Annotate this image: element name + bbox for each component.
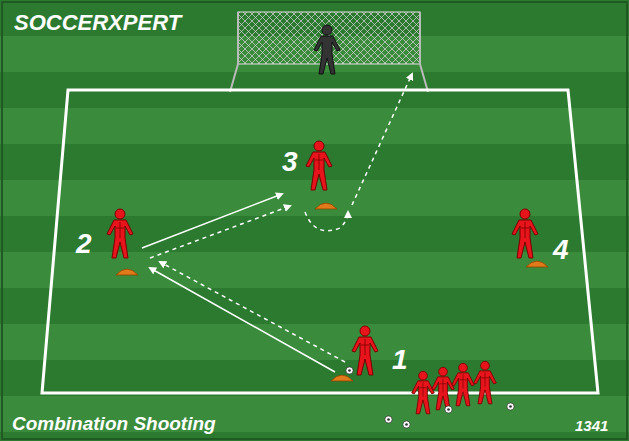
logo-watermark: SOCCERXPERT (14, 12, 181, 34)
drill-caption: Combination Shooting (12, 414, 216, 433)
callout-number: 4 (553, 236, 569, 264)
callout-number: 3 (282, 148, 298, 176)
diagram-number: 1341 (575, 418, 608, 433)
callout-number: 1 (392, 346, 408, 374)
callout-number: 2 (76, 230, 92, 258)
